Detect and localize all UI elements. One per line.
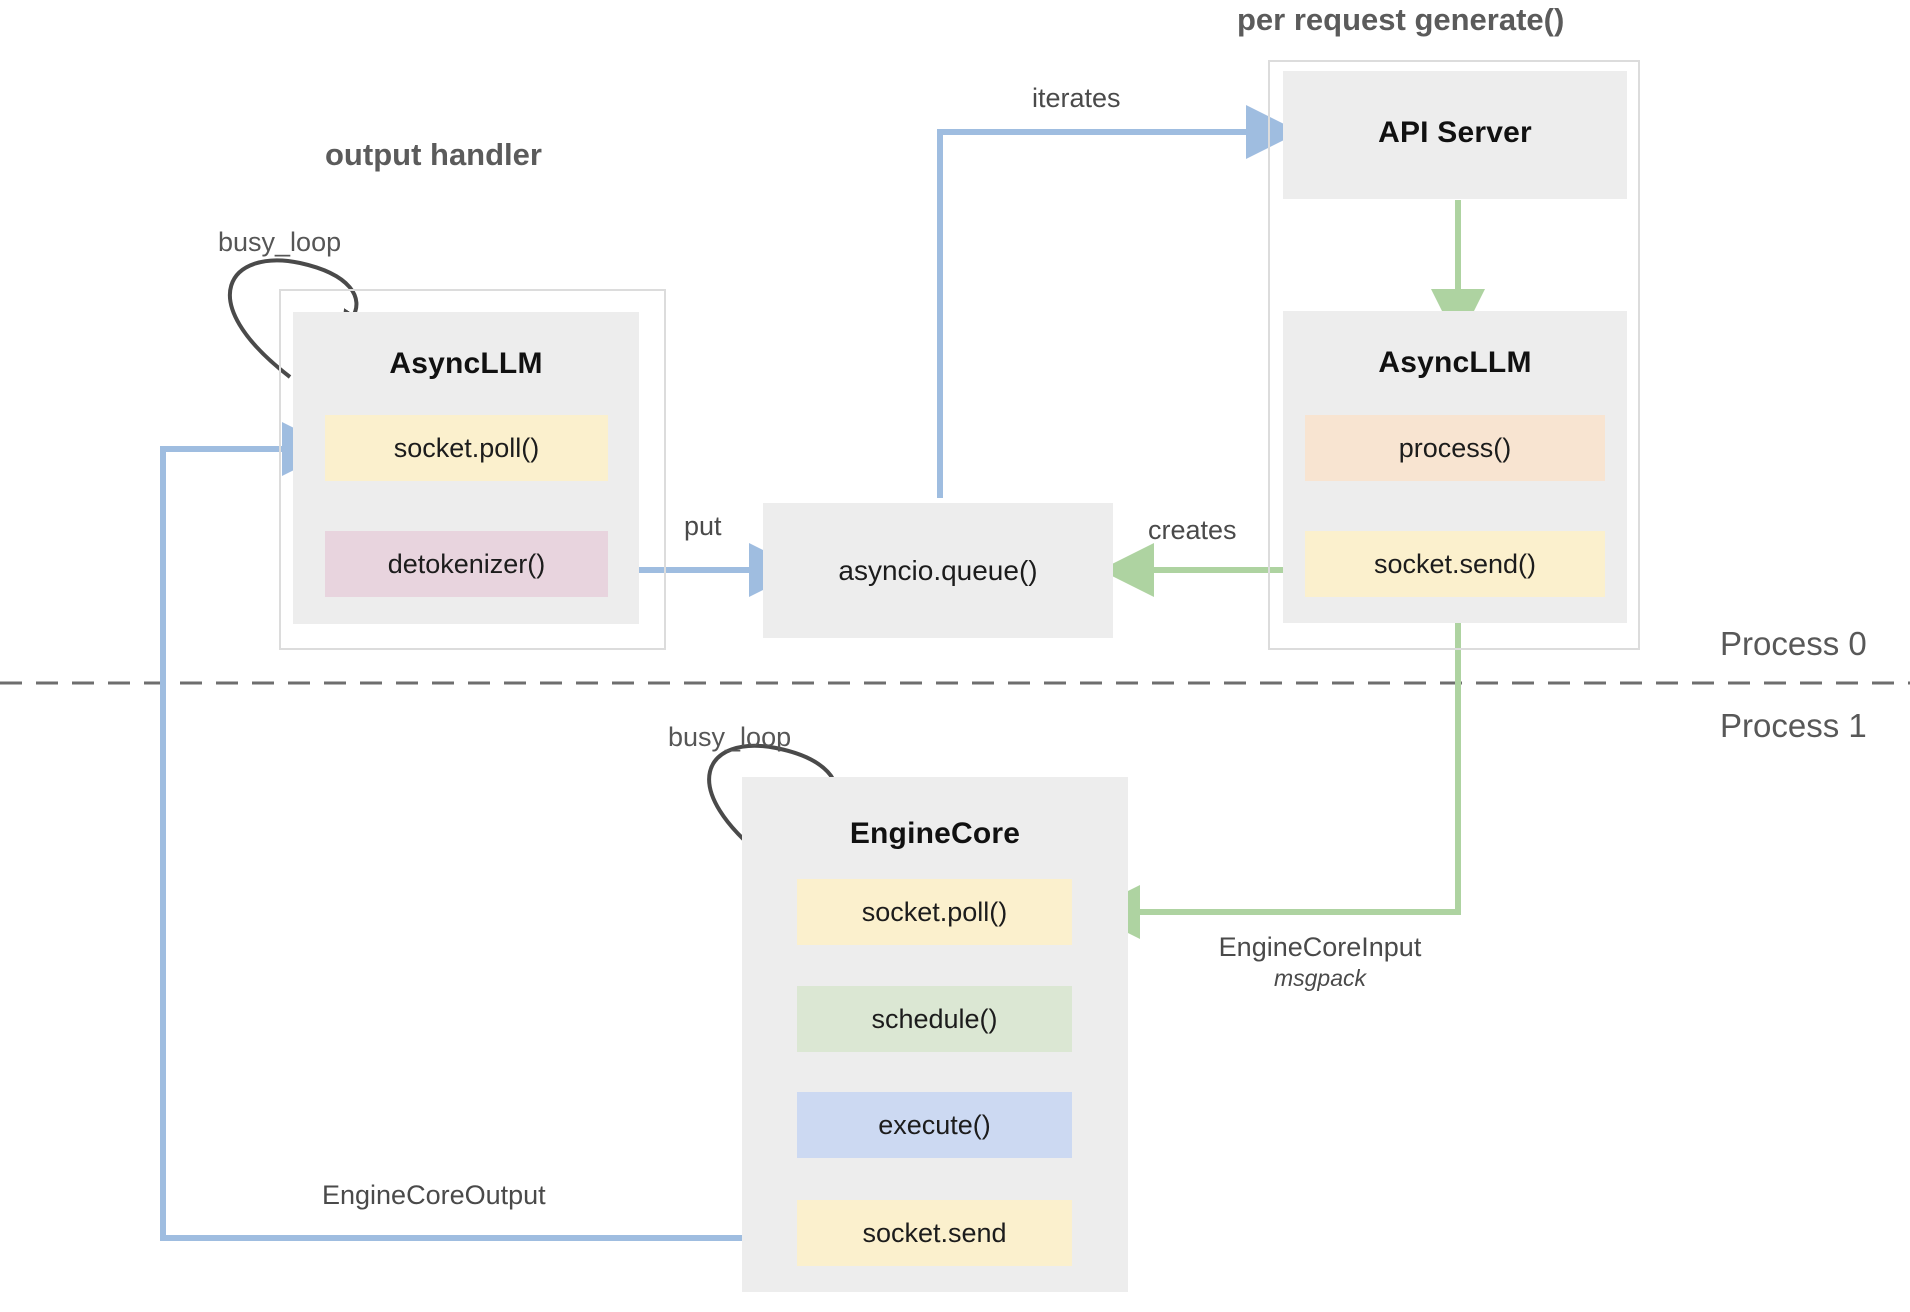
enginecoreinput-subtext: msgpack <box>1273 965 1367 991</box>
edge-label-iterates: iterates <box>1032 83 1121 113</box>
enginecore-title: EngineCore <box>849 817 1021 850</box>
process-label-1: Process 1 <box>1720 707 1867 744</box>
chip-socket-send-enginecore[interactable]: socket.send <box>797 1200 1072 1266</box>
component-api-server: API Server <box>1283 71 1627 199</box>
edge-label-enginecoreinput: EngineCoreInput msgpack <box>1120 932 1520 991</box>
api-server-title: API Server <box>1378 116 1532 149</box>
chip-process[interactable]: process() <box>1305 415 1605 481</box>
node-asyncio-queue[interactable]: asyncio.queue() <box>763 503 1113 638</box>
enginecoreinput-text: EngineCoreInput <box>1218 932 1422 962</box>
chip-detokenizer[interactable]: detokenizer() <box>325 531 608 597</box>
heading-per-request-generate: per request generate() <box>1237 2 1565 37</box>
group-output-handler <box>279 289 666 650</box>
edge-label-put: put <box>684 511 722 541</box>
group-per-request-generate <box>1268 60 1640 650</box>
chip-execute[interactable]: execute() <box>797 1092 1072 1158</box>
chip-socket-send-asyncllm-right[interactable]: socket.send() <box>1305 531 1605 597</box>
busy-loop-label-enginecore: busy_loop <box>668 722 792 752</box>
asyncllm-left-title: AsyncLLM <box>389 347 543 380</box>
busy-loop-label-asyncllm: busy_loop <box>218 227 342 257</box>
asyncllm-right-title: AsyncLLM <box>1378 346 1532 379</box>
edge-label-creates: creates <box>1148 515 1237 545</box>
edge-label-enginecoreoutput: EngineCoreOutput <box>322 1180 546 1210</box>
heading-output-handler: output handler <box>325 137 542 172</box>
chip-socket-poll-asyncllm-left[interactable]: socket.poll() <box>325 415 608 481</box>
process-label-0: Process 0 <box>1720 625 1867 662</box>
chip-socket-poll-enginecore[interactable]: socket.poll() <box>797 879 1072 945</box>
edge-iterates <box>937 105 1300 498</box>
chip-schedule[interactable]: schedule() <box>797 986 1072 1052</box>
